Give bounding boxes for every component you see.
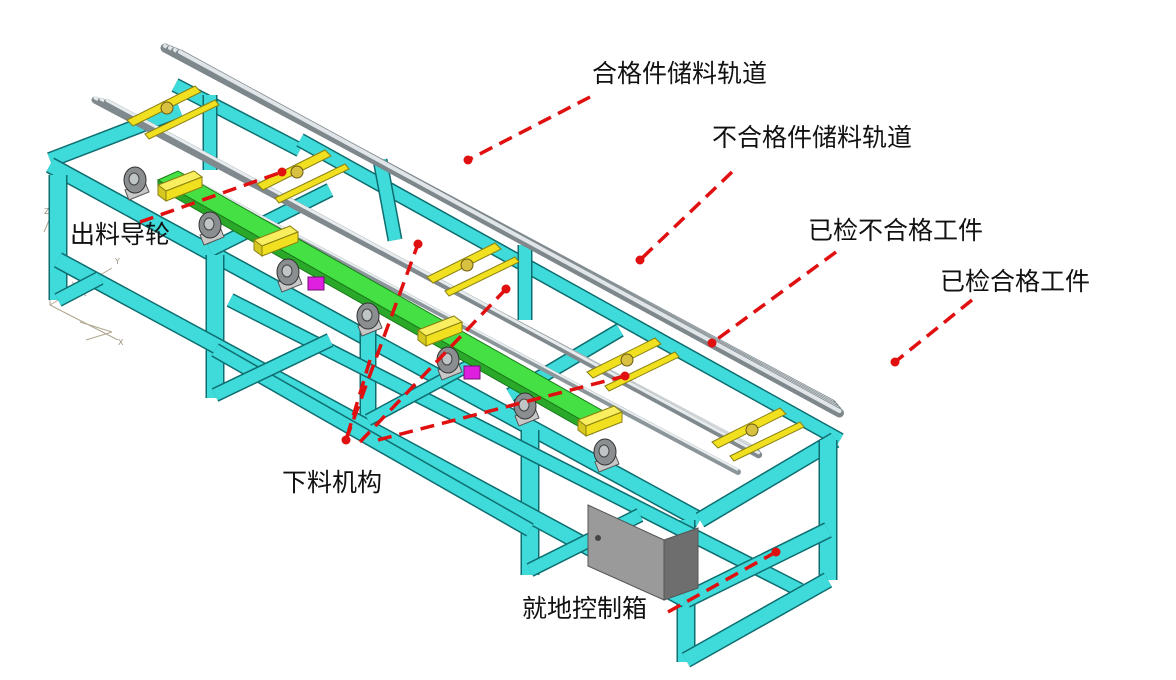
arm-pivot-4	[620, 353, 634, 367]
arm-pivot-2	[290, 165, 304, 179]
leader-guide-wheel	[139, 170, 283, 224]
lower-cross-1	[212, 334, 333, 401]
bracket-block-front-3	[425, 321, 463, 347]
label-inspected-qualified: 已检合格工件	[940, 267, 1091, 296]
guide-wheel-hub-2	[203, 217, 215, 231]
label-inspected-unqualified: 已检不合格工件	[808, 216, 984, 245]
arm-pivot-5	[745, 423, 759, 437]
guide-wheel-hub-7	[598, 444, 610, 458]
leader-inspected-unqualified-dot	[707, 338, 717, 348]
axis-z-label: Z	[44, 207, 50, 216]
rail-support-arm-lower-4	[604, 351, 680, 392]
leader-qualified-rail-dot	[463, 155, 473, 165]
arm-pivot-3	[460, 258, 474, 272]
leader-guide-wheel-dot	[277, 167, 287, 177]
frame-left-lower-end	[55, 272, 103, 306]
leader-inspected-qualified-dot	[890, 357, 900, 367]
bracket-block-front-4	[585, 411, 623, 437]
axis-x-label: X	[118, 338, 124, 347]
mechanism-parts	[123, 85, 805, 473]
leader-lines	[139, 95, 974, 614]
rail-support-arm-lower-2	[274, 163, 350, 204]
cylinder-block-2	[463, 365, 481, 380]
frame-lower-rail-mid	[212, 344, 533, 536]
frame-back-top-short	[172, 79, 303, 156]
guide-wheel-hub-4	[361, 308, 373, 322]
leader-qualified-rail	[467, 95, 591, 162]
leader-control-box-dot	[771, 547, 781, 557]
rail-support-arm-lower-5	[729, 421, 805, 462]
leader-unloading-1-dot	[413, 239, 423, 249]
lower-cross-3	[682, 573, 832, 667]
leader-unqualified-rail	[638, 170, 734, 262]
guide-wheel-hub-5	[441, 352, 453, 366]
qualified-rail-highlight-4	[178, 50, 842, 413]
leader-unloading-4-dot	[341, 435, 351, 445]
label-unloading-mechanism: 下料机构	[282, 468, 383, 497]
label-unqualified-rail: 不合格件储料轨道	[712, 123, 913, 152]
axis-y-label: Y	[114, 257, 120, 266]
arm-pivot-1	[160, 101, 174, 115]
label-qualified-rail: 合格件储料轨道	[592, 59, 768, 88]
rail-support-arm-lower-1	[144, 99, 220, 140]
bracket-block-front-2	[261, 231, 299, 257]
leader-inspected-unqualified	[710, 250, 838, 345]
leader-unloading-3-dot	[620, 371, 630, 381]
guide-wheel-hub-3	[281, 264, 293, 278]
leader-unqualified-rail-dot	[635, 255, 645, 265]
label-local-control-box: 就地控制箱	[522, 594, 648, 623]
local-control-box-body	[587, 504, 699, 601]
leader-unloading-2	[358, 287, 508, 444]
leader-inspected-qualified	[893, 298, 974, 364]
bracket-block-front-1	[165, 176, 203, 202]
leader-unloading-1	[344, 243, 420, 441]
frame-right-top-end	[696, 433, 839, 527]
cylinder-block-1	[307, 276, 325, 291]
label-discharge-guide-wheel: 出料导轮	[70, 220, 171, 249]
rail-support-arm-lower-3	[444, 256, 520, 297]
leader-unloading-2-dot	[501, 284, 511, 294]
guide-wheel-hub-1	[128, 172, 140, 186]
frame-left-top-end	[47, 103, 183, 167]
leader-unloading-4	[344, 359, 372, 441]
frame-post-back-1	[374, 158, 401, 242]
